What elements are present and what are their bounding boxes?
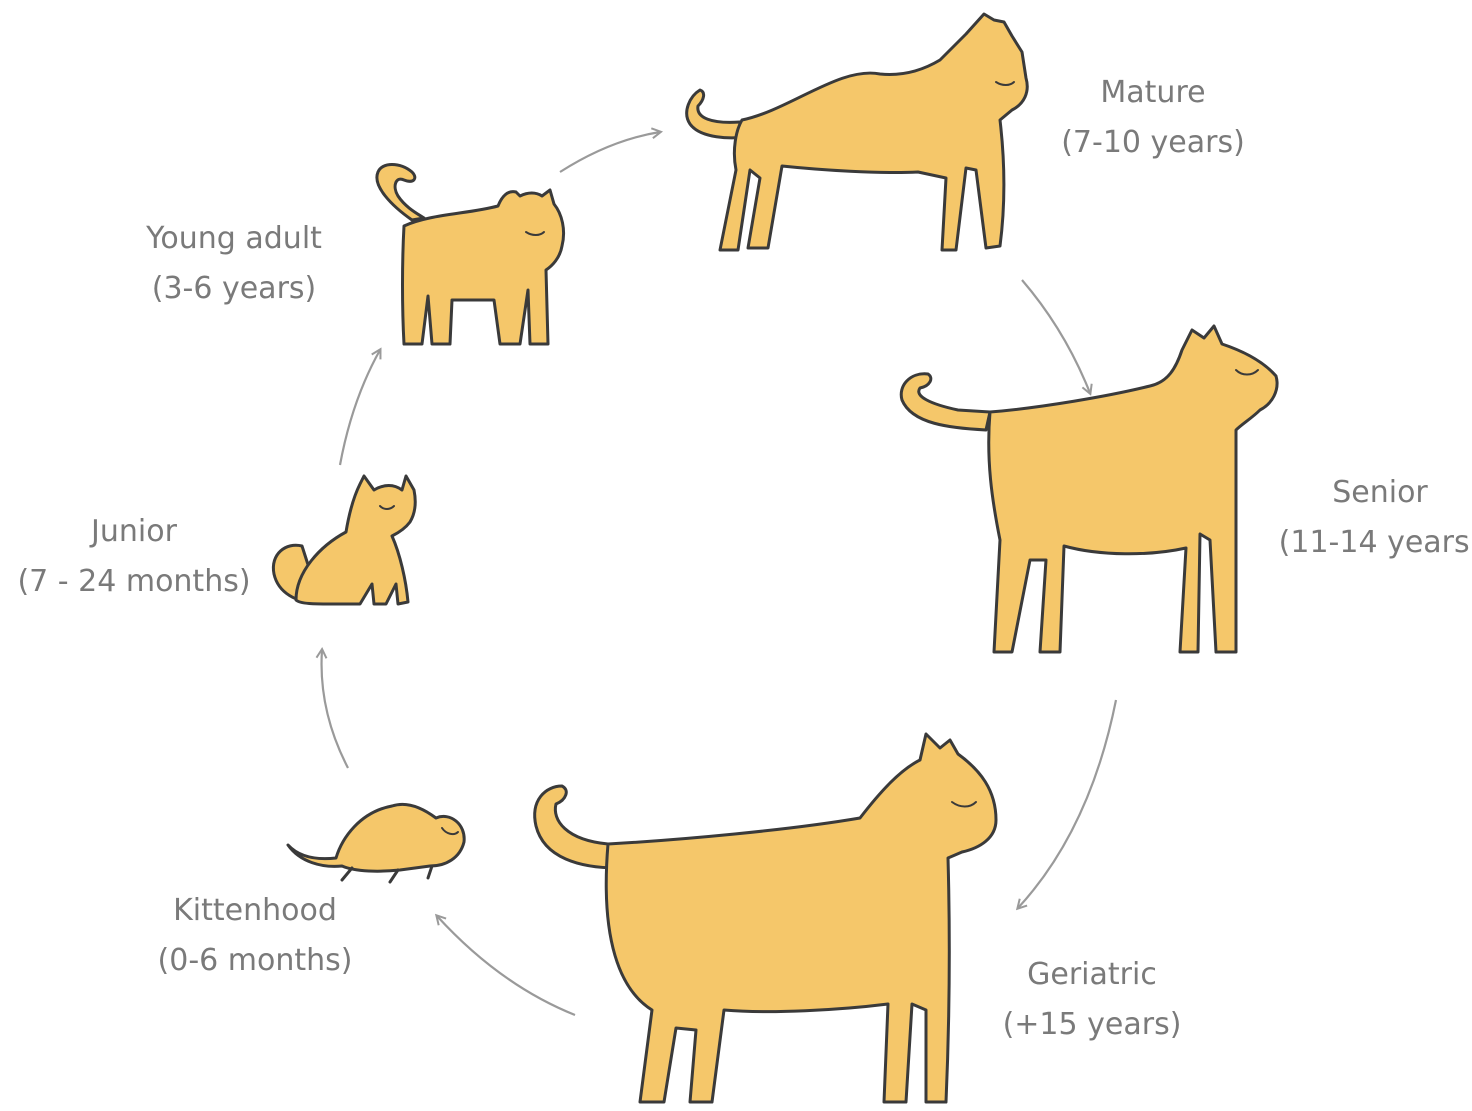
arrow-young-adult-to-mature: [560, 132, 660, 172]
stage-label-geriatric: Geriatric (+15 years): [1003, 950, 1182, 1050]
arrow-mature-to-senior: [1022, 280, 1090, 393]
arrow-kittenhood-to-junior: [322, 650, 348, 768]
senior-cat-illustration: [901, 326, 1277, 652]
stage-name: Senior: [1279, 468, 1472, 518]
stage-age: (11-14 years): [1279, 518, 1472, 568]
geriatric-cat-illustration: [535, 734, 996, 1102]
arrow-geriatric-to-kittenhood: [437, 916, 575, 1015]
stage-name: Geriatric: [1003, 950, 1182, 1000]
arrow-senior-to-geriatric: [1018, 700, 1116, 908]
arrow-junior-to-young-adult: [340, 350, 380, 465]
stage-label-mature: Mature (7-10 years): [1061, 68, 1245, 168]
stage-label-young-adult: Young adult (3-6 years): [146, 214, 322, 314]
young-adult-cat-illustration: [377, 165, 564, 345]
stage-label-senior: Senior (11-14 years): [1279, 468, 1472, 568]
stage-name: Young adult: [146, 214, 322, 264]
stage-name: Junior: [17, 507, 250, 557]
stage-name: Kittenhood: [158, 886, 353, 936]
stage-label-kittenhood: Kittenhood (0-6 months): [158, 886, 353, 986]
mature-cat-illustration: [687, 14, 1027, 250]
stage-age: (+15 years): [1003, 1000, 1182, 1050]
stage-age: (0-6 months): [158, 936, 353, 986]
stage-name: Mature: [1061, 68, 1245, 118]
kittenhood-cat-illustration: [288, 804, 464, 882]
stage-age: (7-10 years): [1061, 118, 1245, 168]
stage-label-junior: Junior (7 - 24 months): [17, 507, 250, 607]
stage-age: (7 - 24 months): [17, 557, 250, 607]
junior-cat-illustration: [273, 476, 415, 604]
stage-age: (3-6 years): [146, 264, 322, 314]
